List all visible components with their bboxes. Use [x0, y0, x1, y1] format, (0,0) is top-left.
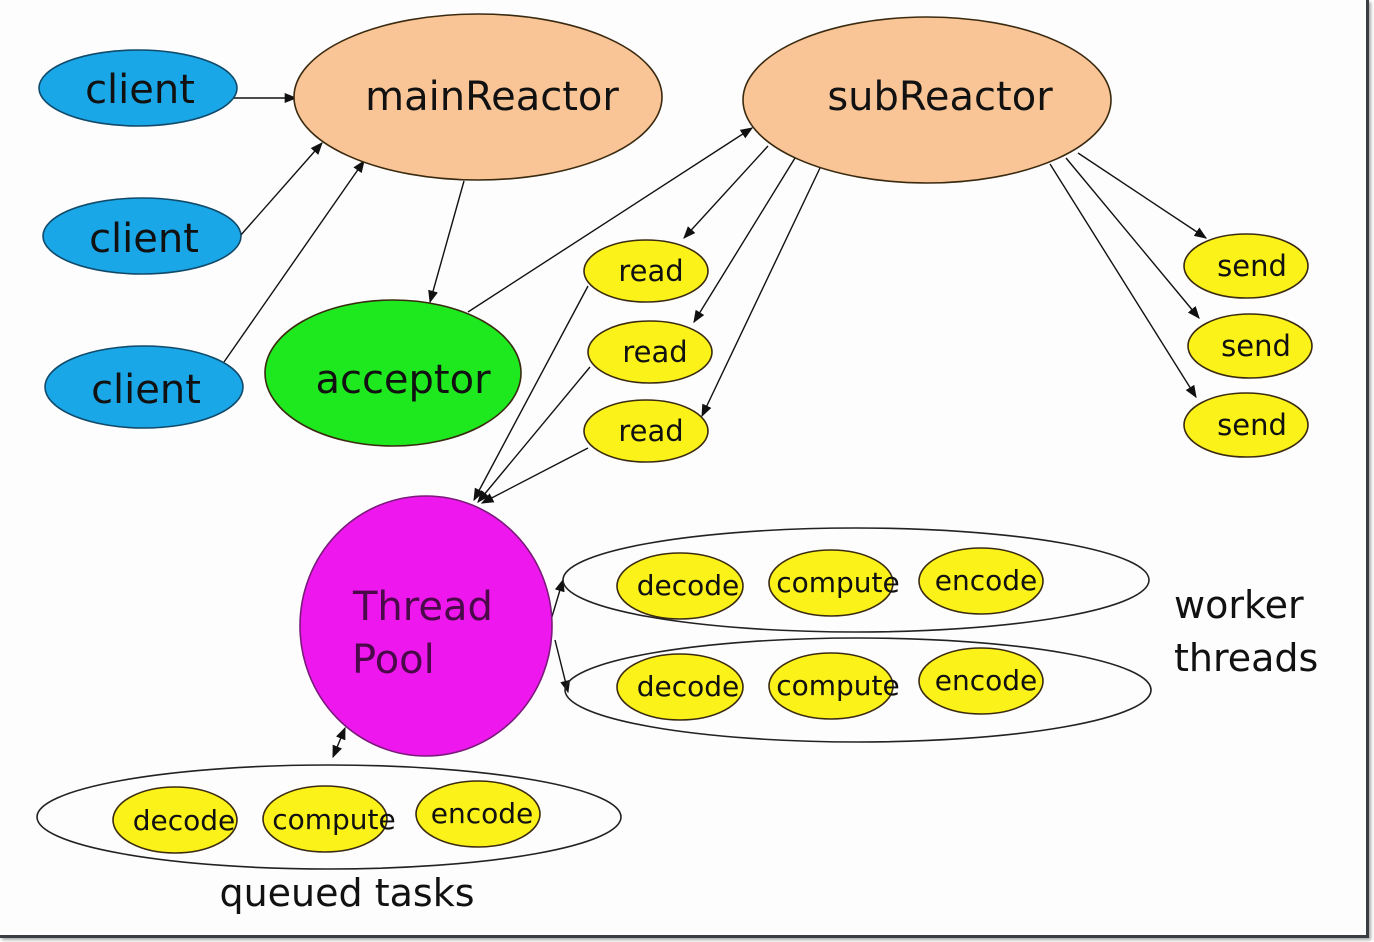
acceptor-label: acceptor	[315, 357, 491, 403]
main-reactor-label: mainReactor	[365, 74, 619, 120]
sub-reactor-node: subReactor	[742, 16, 1112, 184]
thread-pool-label-line1: Thread	[352, 584, 493, 630]
send-shape	[1183, 233, 1309, 299]
edge-threadpool-worker2	[554, 639, 571, 694]
read-label: read	[622, 335, 687, 369]
queued-tasks-label: queued tasks	[219, 871, 474, 915]
task-compute-label: compute	[776, 669, 900, 702]
edge-threadpool-queued	[332, 726, 346, 759]
task-encode-label: encode	[935, 664, 1038, 697]
client-shape	[42, 197, 242, 275]
task-decode-shape	[112, 786, 238, 854]
client-node-2: client	[42, 197, 242, 275]
task-decode-label: decode	[637, 569, 740, 602]
send-shape	[1183, 392, 1309, 458]
edge-subreactor-read1	[683, 145, 769, 239]
send-node-3: send	[1183, 392, 1309, 458]
send-label: send	[1217, 408, 1287, 442]
send-label: send	[1217, 249, 1287, 283]
client-shape	[38, 49, 238, 127]
read-shape	[587, 320, 713, 384]
send-node-1: send	[1183, 233, 1309, 299]
edge-read2-threadpool	[477, 366, 591, 503]
task-encode-shape	[918, 647, 1044, 715]
edge-acceptor-subreactor	[467, 127, 754, 313]
edge-client3-mainreactor	[223, 159, 365, 363]
edge-subreactor-send2	[1065, 157, 1200, 319]
worker-thread-2: decode compute encode	[564, 637, 1152, 743]
worker-threads-label-line2: threads	[1174, 636, 1318, 680]
task-encode-label: encode	[935, 564, 1038, 597]
main-reactor-node: mainReactor	[293, 13, 663, 181]
send-node-2: send	[1187, 313, 1313, 379]
acceptor-node: acceptor	[264, 299, 522, 447]
edge-subreactor-send1	[1077, 152, 1208, 239]
send-label: send	[1221, 329, 1291, 363]
edge-subreactor-read2	[693, 157, 796, 324]
edge-threadpool-worker1	[550, 578, 565, 621]
edge-subreactor-read3	[701, 167, 821, 418]
client-shape	[44, 345, 244, 429]
task-encode-shape	[918, 547, 1044, 615]
read-label: read	[618, 414, 683, 448]
client-node-3: client	[44, 345, 244, 429]
read-node-2: read	[587, 320, 713, 384]
task-decode-label: decode	[637, 670, 740, 703]
thread-pool-label-line2: Pool	[352, 637, 435, 683]
task-decode-shape	[616, 653, 744, 721]
task-encode-shape	[415, 780, 541, 848]
edge-read1-threadpool	[473, 285, 589, 502]
task-compute-shape	[768, 549, 894, 617]
read-label: read	[618, 254, 683, 288]
sub-reactor-shape	[742, 16, 1112, 184]
queued-tasks-outline	[36, 764, 622, 870]
acceptor-shape	[264, 299, 522, 447]
read-node-1: read	[583, 239, 709, 303]
worker-thread-outline	[564, 637, 1152, 743]
worker-thread-outline	[562, 527, 1150, 633]
edge-mainreactor-acceptor	[428, 180, 465, 304]
send-shape	[1187, 313, 1313, 379]
read-shape	[583, 239, 709, 303]
thread-pool-shape	[299, 495, 553, 757]
worker-thread-1: decode compute encode	[562, 527, 1150, 633]
task-decode-shape	[616, 552, 744, 620]
task-compute-label: compute	[272, 803, 396, 836]
task-compute-label: compute	[776, 566, 900, 599]
worker-threads-label-line1: worker	[1174, 583, 1304, 627]
queued-tasks: decode compute encode	[36, 764, 622, 870]
task-compute-shape	[262, 785, 388, 853]
task-encode-label: encode	[431, 797, 534, 830]
client-node-1: client	[38, 49, 238, 127]
main-reactor-shape	[293, 13, 663, 181]
client-label: client	[91, 367, 201, 413]
read-shape	[583, 399, 709, 463]
client-label: client	[89, 216, 199, 262]
thread-pool-node: Thread Pool	[299, 495, 553, 757]
read-node-3: read	[583, 399, 709, 463]
edge-subreactor-send3	[1049, 163, 1197, 399]
edge-client2-mainreactor	[239, 142, 323, 237]
edges	[222, 92, 1208, 759]
task-decode-label: decode	[133, 804, 236, 837]
client-label: client	[85, 67, 195, 113]
task-compute-shape	[768, 652, 894, 720]
sub-reactor-label: subReactor	[827, 74, 1053, 120]
edge-read3-threadpool	[480, 447, 589, 504]
